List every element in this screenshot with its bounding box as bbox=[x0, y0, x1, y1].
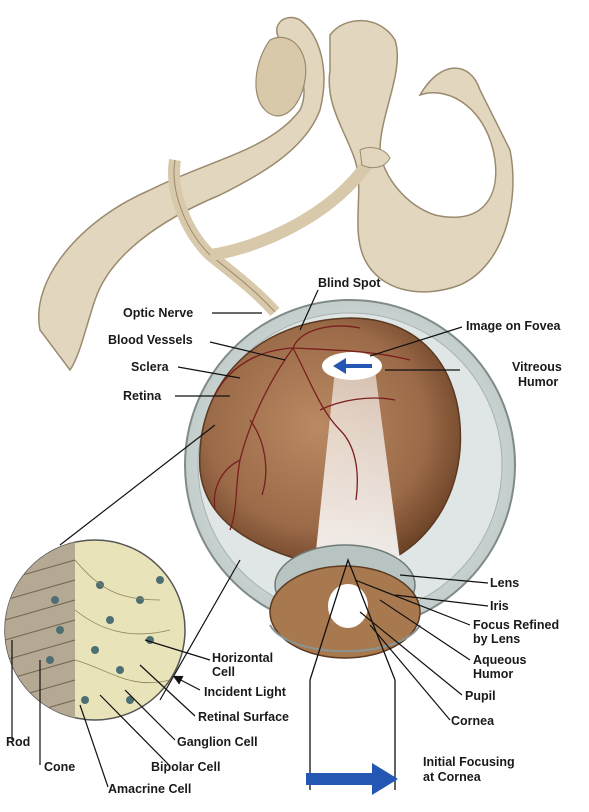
label-incident-light: Incident Light bbox=[204, 685, 287, 699]
incoming-light-arrow bbox=[306, 763, 398, 795]
label-optic-nerve: Optic Nerve bbox=[123, 306, 193, 320]
label-amacrine-cell: Amacrine Cell bbox=[108, 782, 191, 796]
brain-pathway bbox=[38, 16, 514, 372]
optic-chiasm-path bbox=[209, 156, 375, 261]
pupil-shape bbox=[328, 584, 368, 628]
label-retinal-surface: Retinal Surface bbox=[198, 710, 289, 724]
label-image-on-fovea: Image on Fovea bbox=[466, 319, 562, 333]
blood-vessels bbox=[213, 325, 411, 531]
label-aqueous-humor-2: Humor bbox=[473, 667, 513, 681]
label-initial-focusing-2: at Cornea bbox=[423, 770, 482, 784]
label-retina: Retina bbox=[123, 389, 162, 403]
fovea-arrow-head bbox=[333, 358, 346, 374]
visual-cortex bbox=[328, 19, 514, 293]
lateral-geniculate bbox=[255, 36, 307, 117]
focus-rays bbox=[309, 558, 396, 681]
label-initial-focusing-1: Initial Focusing bbox=[423, 755, 515, 769]
label-horizontal-cell-1: Horizontal bbox=[212, 651, 273, 665]
label-rod: Rod bbox=[6, 735, 30, 749]
label-vitreous-humor-2: Humor bbox=[518, 375, 558, 389]
label-iris: Iris bbox=[490, 599, 509, 613]
labels: Blind Spot Optic Nerve Image on Fovea Bl… bbox=[6, 276, 562, 796]
light-beam bbox=[315, 370, 400, 560]
label-blind-spot: Blind Spot bbox=[318, 276, 381, 290]
label-cornea: Cornea bbox=[451, 714, 495, 728]
cornea-shape bbox=[269, 624, 421, 653]
label-pupil: Pupil bbox=[465, 689, 496, 703]
label-cone: Cone bbox=[44, 760, 75, 774]
label-lens: Lens bbox=[490, 576, 519, 590]
label-bipolar-cell: Bipolar Cell bbox=[151, 760, 220, 774]
label-vitreous-humor-1: Vitreous bbox=[512, 360, 562, 374]
label-sclera: Sclera bbox=[131, 360, 170, 374]
label-ganglion-cell: Ganglion Cell bbox=[177, 735, 258, 749]
label-aqueous-humor-1: Aqueous bbox=[473, 653, 527, 667]
label-horizontal-cell-2: Cell bbox=[212, 665, 235, 679]
eyeball bbox=[184, 299, 516, 790]
leader-lines bbox=[11, 289, 489, 788]
label-focus-refined-2: by Lens bbox=[473, 632, 520, 646]
label-focus-refined-1: Focus Refined bbox=[473, 618, 559, 632]
label-blood-vessels: Blood Vessels bbox=[108, 333, 193, 347]
